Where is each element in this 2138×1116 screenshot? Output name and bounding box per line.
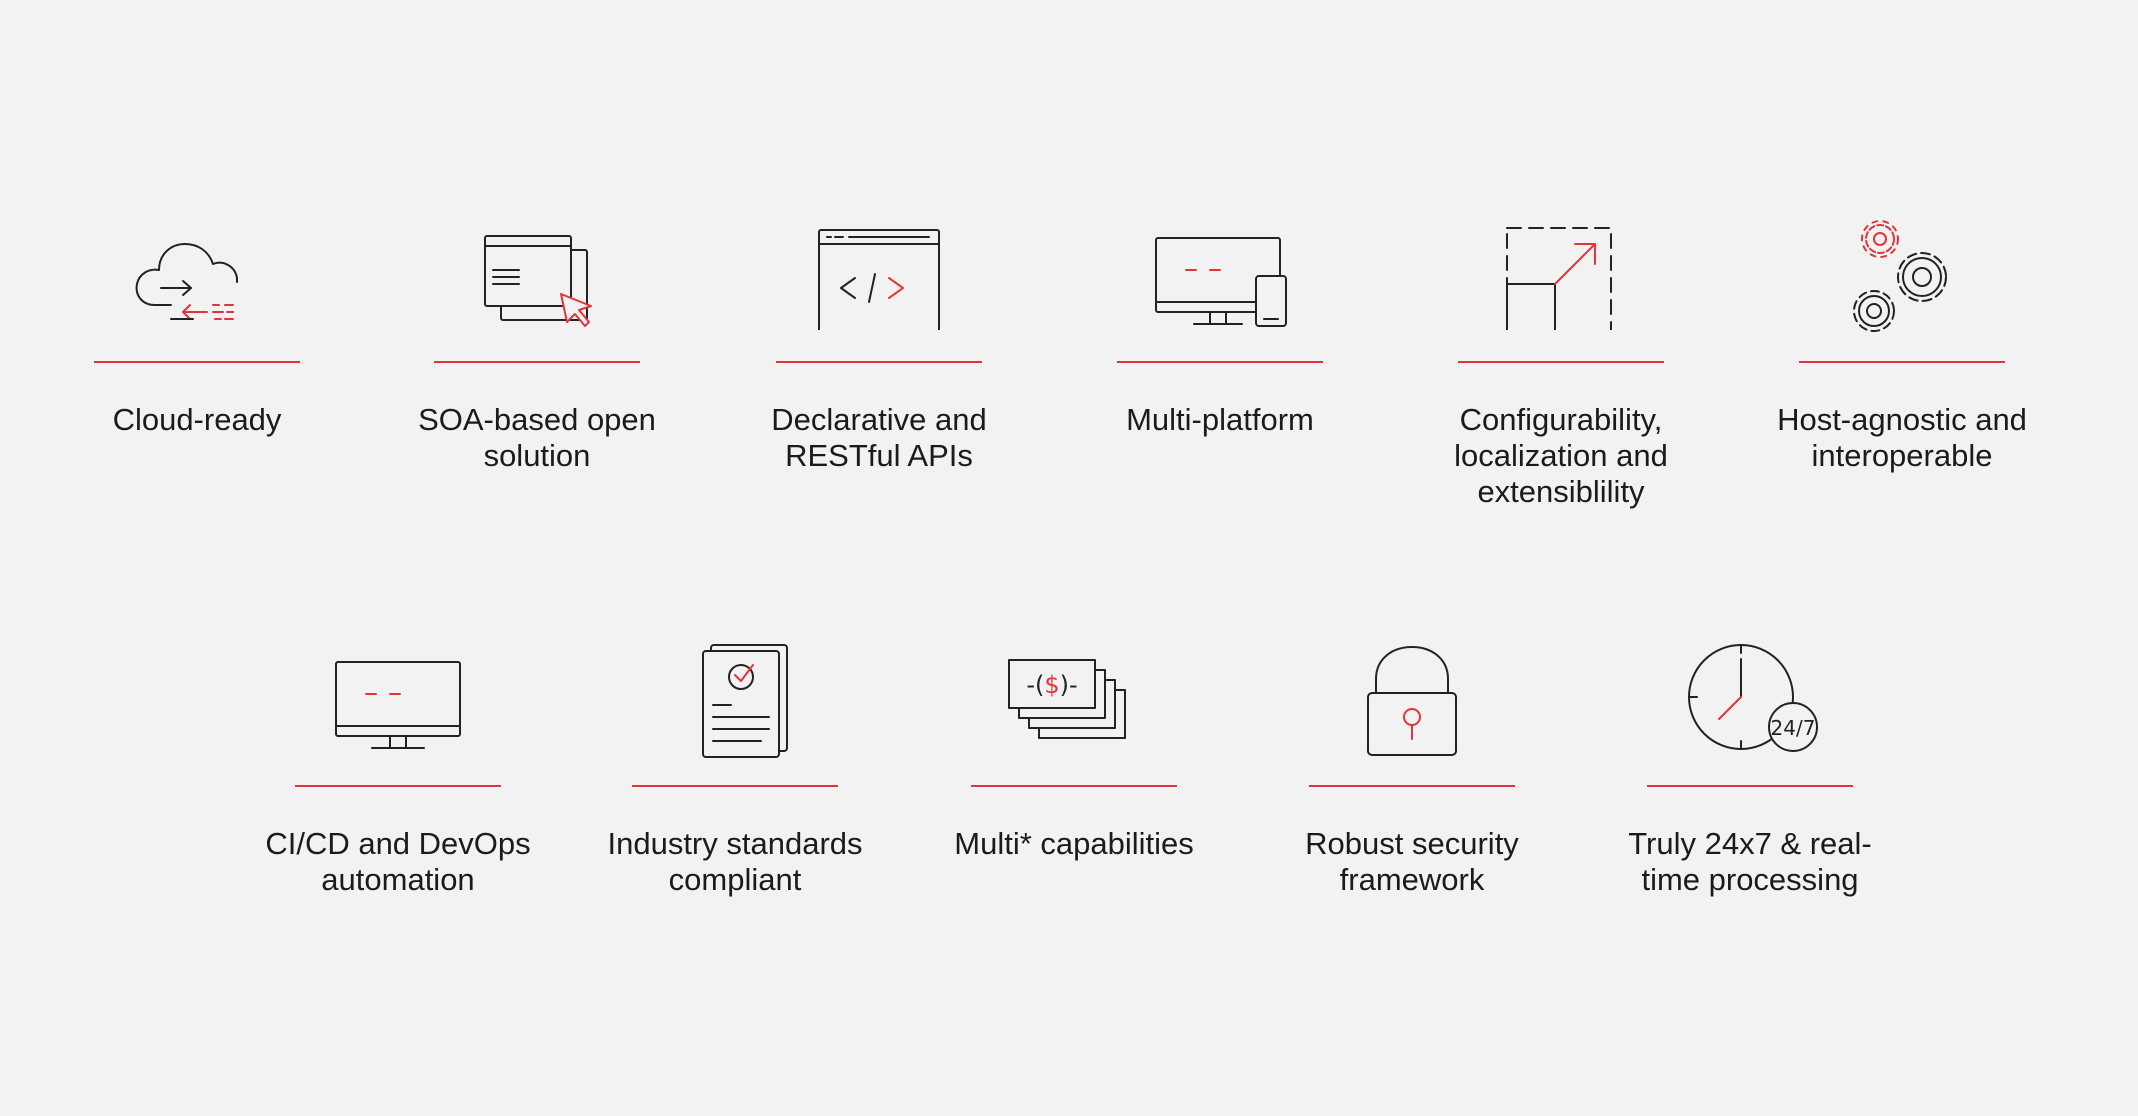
code-window-icon [799, 210, 959, 340]
accent-divider [1117, 361, 1323, 363]
accent-divider [1309, 785, 1515, 787]
feature-label: Multi* capabilities [954, 826, 1194, 861]
accent-divider [971, 785, 1177, 787]
accent-divider [632, 785, 838, 787]
currency-icon-text: -($)- [1026, 671, 1077, 699]
cloud-icon [117, 210, 277, 340]
accent-divider [1458, 361, 1664, 363]
accent-divider [434, 361, 640, 363]
feature-label: Declarative and RESTful APIs [771, 402, 987, 473]
feature-label: Multi-platform [1126, 402, 1314, 437]
accent-divider [295, 785, 501, 787]
document-check-icon [655, 634, 815, 764]
feature-label: CI/CD and DevOps automation [265, 826, 531, 897]
feature-label: SOA-based open solution [418, 402, 656, 473]
feature-label: Host-agnostic and interoperable [1777, 402, 2027, 473]
currency-stack-icon: -($)- [994, 634, 1154, 764]
clock-247-icon: 24/7 [1670, 634, 1830, 764]
padlock-icon [1332, 634, 1492, 764]
feature-label: Cloud-ready [112, 402, 282, 437]
soa-windows-cursor-icon [457, 210, 617, 340]
monitor-icon [318, 634, 478, 764]
accent-divider [1799, 361, 2005, 363]
gears-icon [1822, 210, 1982, 340]
feature-label: Configurability, localization and extens… [1454, 402, 1668, 509]
resize-expand-icon [1481, 210, 1641, 340]
feature-label: Truly 24x7 & real- time processing [1628, 826, 1872, 897]
accent-divider [94, 361, 300, 363]
accent-divider [1647, 785, 1853, 787]
feature-label: Industry standards compliant [607, 826, 863, 897]
feature-label: Robust security framework [1305, 826, 1519, 897]
accent-divider [776, 361, 982, 363]
clock-icon-text: 24/7 [1771, 716, 1816, 740]
multi-device-icon [1140, 210, 1300, 340]
